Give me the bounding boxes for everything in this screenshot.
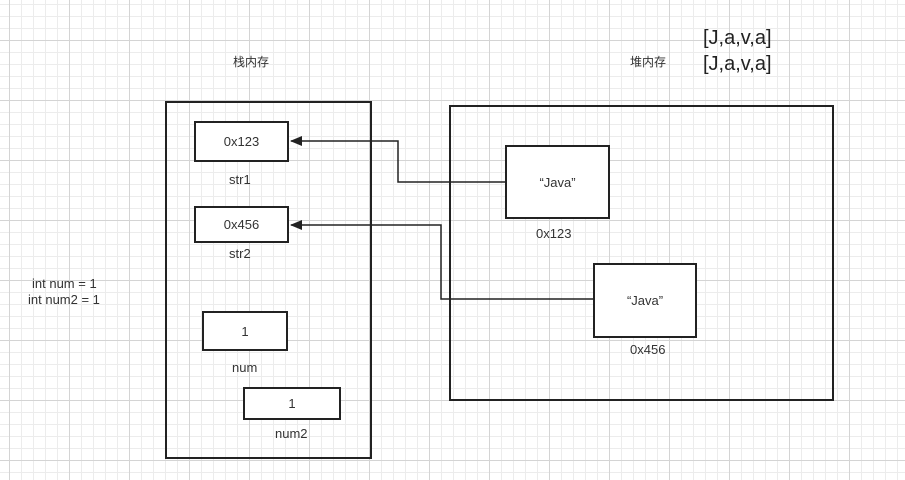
stack-cell-str2[interactable]: 0x456 (194, 206, 289, 243)
stack-cell-num-value: 1 (241, 323, 249, 339)
stack-memory-title: 栈内存 (233, 55, 270, 69)
array-text-1: [J,a,v,a] (703, 27, 772, 49)
array-text-2: [J,a,v,a] (703, 53, 772, 75)
stack-cell-num-label: num (232, 360, 258, 375)
heap-object-1[interactable]: “Java” (505, 145, 610, 219)
stack-cell-str1-value: 0x123 (223, 134, 260, 149)
heap-object-2-value: “Java” (626, 293, 664, 308)
stack-cell-num2-value: 1 (288, 396, 296, 411)
stack-cell-num[interactable]: 1 (202, 311, 288, 351)
heap-object-2-address: 0x456 (630, 342, 666, 357)
stack-cell-str2-value: 0x456 (223, 217, 260, 232)
note-int-num2: int num2 = 1 (28, 292, 100, 307)
note-int-num: int num = 1 (32, 276, 97, 291)
heap-object-1-value: “Java” (539, 174, 576, 190)
stack-cell-str2-label: str2 (229, 246, 251, 261)
stack-cell-num2[interactable]: 1 (243, 387, 341, 420)
heap-object-1-address: 0x123 (536, 226, 572, 241)
stack-cell-str1-label: str1 (229, 172, 251, 187)
heap-object-2[interactable]: “Java” (593, 263, 697, 338)
heap-memory-title: 堆内存 (630, 55, 667, 69)
stack-cell-str1[interactable]: 0x123 (194, 121, 289, 162)
stack-cell-num2-label: num2 (275, 426, 308, 441)
